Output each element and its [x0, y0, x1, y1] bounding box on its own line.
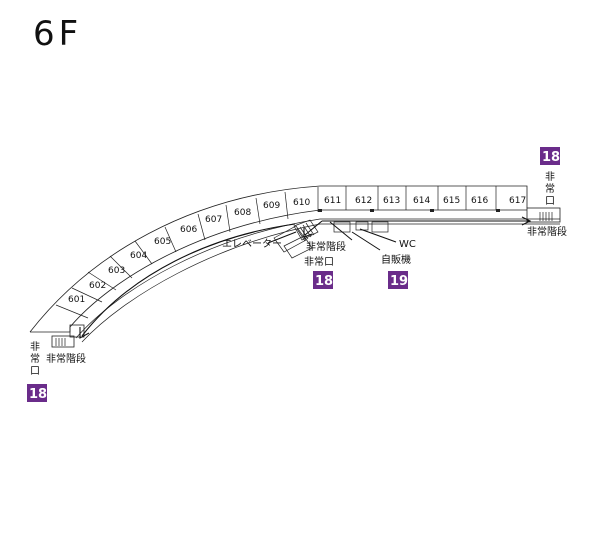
elevator-label: エレベーター: [222, 238, 282, 250]
badge-19-bg: [388, 271, 408, 289]
room-610: 610: [293, 198, 310, 208]
route-arrowhead-right: [521, 216, 532, 226]
room-612: 612: [355, 196, 372, 206]
room-609: 609: [263, 201, 280, 211]
exit-center-label: 非常口: [304, 255, 334, 268]
exit-left-char-2: 常: [30, 352, 40, 365]
exit-left-char-3: 口: [30, 366, 40, 377]
central-core: [273, 219, 389, 259]
room-606: 606: [180, 225, 197, 235]
left-stairs-box: [51, 335, 75, 348]
badge-18-center: 18: [315, 274, 333, 289]
exit-right-char-3: 口: [545, 196, 555, 207]
badge-18-center-bg: [313, 271, 333, 289]
room-614: 614: [413, 196, 430, 206]
left-stairs-hatch: [55, 338, 66, 346]
route-arrow-left: [81, 223, 296, 337]
inner-wall: [69, 209, 527, 328]
leader-lines: [267, 221, 397, 251]
route-arrow-center: [304, 220, 323, 236]
right-stairs-hatch: [539, 212, 553, 221]
room-607: 607: [205, 215, 222, 225]
route-arrowhead-left: [79, 327, 90, 339]
badge-18-right-bg: [540, 147, 560, 165]
badge-18-left: 18: [29, 387, 47, 402]
room-dividers: [55, 186, 497, 319]
room-611: 611: [324, 196, 341, 206]
wc-label: WC: [399, 239, 416, 250]
right-stairs-box: [526, 207, 561, 223]
stairs-center-label: 非常階段: [306, 240, 346, 253]
room-601: 601: [68, 295, 85, 305]
room-616: 616: [471, 196, 488, 206]
left-box-upper: [69, 324, 85, 338]
badge-18-left-bg: [27, 384, 47, 402]
badge-18-right: 18: [542, 150, 560, 165]
floor-title: 6F: [33, 14, 83, 54]
stairs-left-label: 非常階段: [46, 352, 86, 365]
exit-right-char-2: 常: [545, 182, 555, 195]
room-613: 613: [383, 196, 400, 206]
door-marks: [318, 209, 500, 212]
vending-label: 自販機: [381, 253, 411, 266]
room-615: 615: [443, 196, 460, 206]
room-603: 603: [108, 266, 125, 276]
room-605: 605: [154, 237, 171, 247]
room-617: 617: [509, 196, 526, 206]
room-604: 604: [130, 251, 147, 261]
badge-19: 19: [390, 274, 408, 289]
stairs-right-label: 非常階段: [527, 225, 567, 238]
left-end-wall: [30, 327, 71, 333]
exit-left-char-1: 非: [30, 341, 40, 353]
room-608: 608: [234, 208, 251, 218]
room-602: 602: [89, 281, 106, 291]
exit-right-char-1: 非: [545, 171, 555, 183]
outer-wall: [29, 185, 528, 333]
route-arrowhead-center: [303, 228, 313, 238]
